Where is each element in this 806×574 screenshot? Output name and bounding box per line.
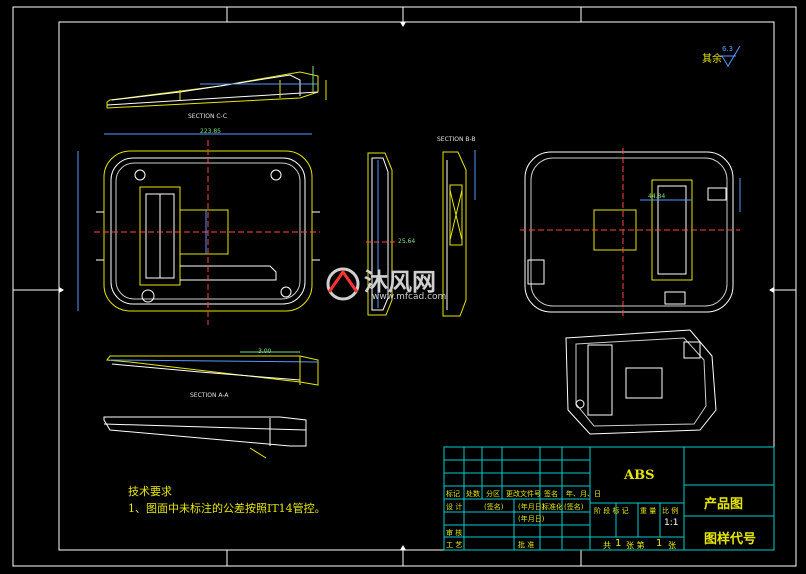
sheet-label: 张 第 xyxy=(626,541,645,550)
tb-row-label-5: 年、月、日 xyxy=(566,490,601,498)
sheets-label: 共 xyxy=(603,541,611,550)
section-bb-label: SECTION B-B xyxy=(437,136,476,143)
tb-row-value-1: (年月日) xyxy=(518,503,545,511)
dim-main-width: 223.85 xyxy=(200,128,221,135)
tb-row-label-1: 处数 xyxy=(466,490,480,498)
front-elevation-view xyxy=(103,416,307,459)
dim-small: 25.64 xyxy=(398,238,416,245)
section-cc-label: SECTION C-C xyxy=(188,113,227,120)
bottom-view xyxy=(520,148,741,316)
title-block-lines xyxy=(443,446,775,551)
main-top-view xyxy=(77,133,320,325)
centering-marks xyxy=(59,22,774,550)
drawing-frame xyxy=(12,6,797,567)
tb-row-value-4: (年月日) xyxy=(518,515,545,523)
watermark-name: 沐风网 xyxy=(364,268,436,296)
tb-row-value-2: 标准化 xyxy=(542,503,563,511)
design-label: 设 计 xyxy=(446,503,463,511)
dim-right-width: 44.84 xyxy=(648,193,666,200)
roughness-symbol xyxy=(720,45,741,67)
tb-row-label-3: 更改文件号 xyxy=(506,490,541,498)
sheets-count: 1 xyxy=(615,538,622,549)
approve-label: 批 准 xyxy=(518,541,535,549)
watermark-url: www.mfcad.com xyxy=(372,292,447,302)
tb-row-label-2: 分区 xyxy=(486,490,500,498)
process-label: 工 艺 xyxy=(446,541,463,549)
drawing-code-label: 图样代号 xyxy=(704,532,757,547)
scale-value: 1:1 xyxy=(664,518,679,528)
drawing-title: 产品图 xyxy=(704,497,744,512)
section-aa-label: SECTION A-A xyxy=(190,392,229,399)
weight-label: 重 量 xyxy=(640,507,657,515)
isometric-view xyxy=(565,329,717,435)
tb-row-label-4: 签名 xyxy=(544,490,558,498)
tb-row-value-0: (签名) xyxy=(484,503,504,511)
review-label: 审 核 xyxy=(446,529,463,537)
dim-aa: 3.00 xyxy=(258,348,272,355)
scale-label: 比 例 xyxy=(662,507,679,515)
side-view xyxy=(366,152,396,316)
section-cc-view xyxy=(106,66,327,109)
section-aa-view xyxy=(106,351,319,386)
tech-requirements-note: 1、图面中未标注的公差按照IT14管控。 xyxy=(128,502,326,515)
tb-row-label-0: 标记 xyxy=(446,490,460,498)
sheet-suffix: 张 xyxy=(668,541,676,550)
roughness-label: 其余 xyxy=(702,54,722,65)
stage-label: 阶 段 标 记 xyxy=(594,507,629,515)
sheet-number: 1 xyxy=(656,538,663,549)
roughness-value: 6.3 xyxy=(722,45,734,53)
tb-row-value-3: (签名) xyxy=(564,503,584,511)
material-label: ABS xyxy=(624,468,655,483)
watermark-logo-icon xyxy=(326,267,360,301)
tech-requirements-title: 技术要求 xyxy=(128,485,172,498)
section-bb-view xyxy=(442,150,476,317)
